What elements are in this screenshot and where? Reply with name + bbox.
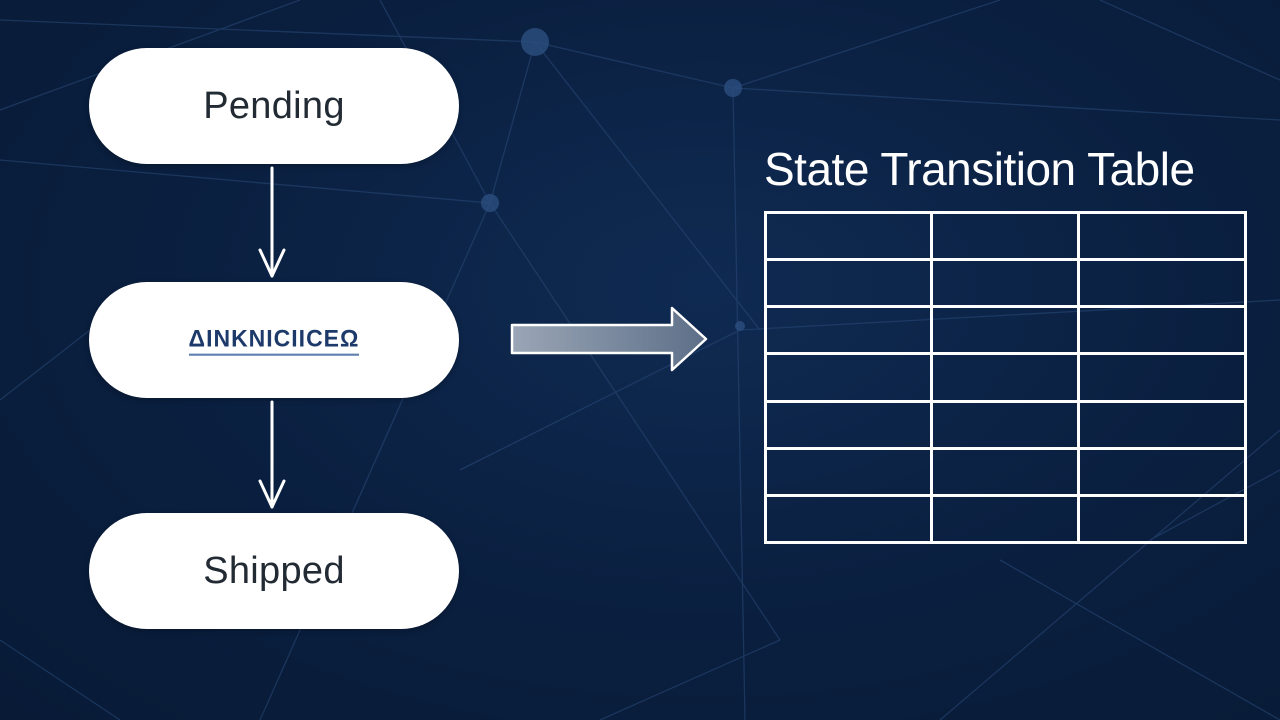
arrow-pending-to-middle xyxy=(258,166,286,278)
state-label-pending: Pending xyxy=(203,84,345,127)
state-label-middle: ΔINKNICIICEΩ xyxy=(188,324,360,356)
table-cell xyxy=(764,305,933,356)
table-cell xyxy=(764,446,933,497)
table-title: State Transition Table xyxy=(764,143,1195,195)
table-cell xyxy=(764,493,933,545)
state-node-shipped: Shipped xyxy=(89,513,459,629)
table-cell xyxy=(1077,399,1247,450)
table-cell xyxy=(1077,210,1247,262)
table-row xyxy=(764,399,1247,450)
table-cell xyxy=(764,210,933,262)
state-node-middle: ΔINKNICIICEΩ xyxy=(89,282,459,398)
table-cell xyxy=(764,399,933,450)
arrow-middle-to-shipped xyxy=(258,400,286,509)
table-cell xyxy=(1077,352,1247,403)
table-body xyxy=(764,210,1247,545)
table-row xyxy=(764,446,1247,497)
state-label-shipped: Shipped xyxy=(203,549,345,592)
table-cell xyxy=(764,352,933,403)
table-row xyxy=(764,258,1247,309)
table-cell xyxy=(1077,446,1247,497)
table-cell xyxy=(930,210,1080,262)
table-row xyxy=(764,305,1247,356)
table-row xyxy=(764,493,1247,545)
table-cell xyxy=(1077,493,1247,545)
table-cell xyxy=(930,446,1080,497)
state-transition-table xyxy=(764,210,1247,545)
table-cell xyxy=(930,305,1080,356)
state-node-pending: Pending xyxy=(89,48,459,164)
table-row xyxy=(764,210,1247,262)
table-cell xyxy=(764,258,933,309)
table-row xyxy=(764,352,1247,403)
table-cell xyxy=(1077,305,1247,356)
table-cell xyxy=(930,352,1080,403)
table-cell xyxy=(1077,258,1247,309)
table-cell xyxy=(930,493,1080,545)
table-cell xyxy=(930,399,1080,450)
table-cell xyxy=(930,258,1080,309)
